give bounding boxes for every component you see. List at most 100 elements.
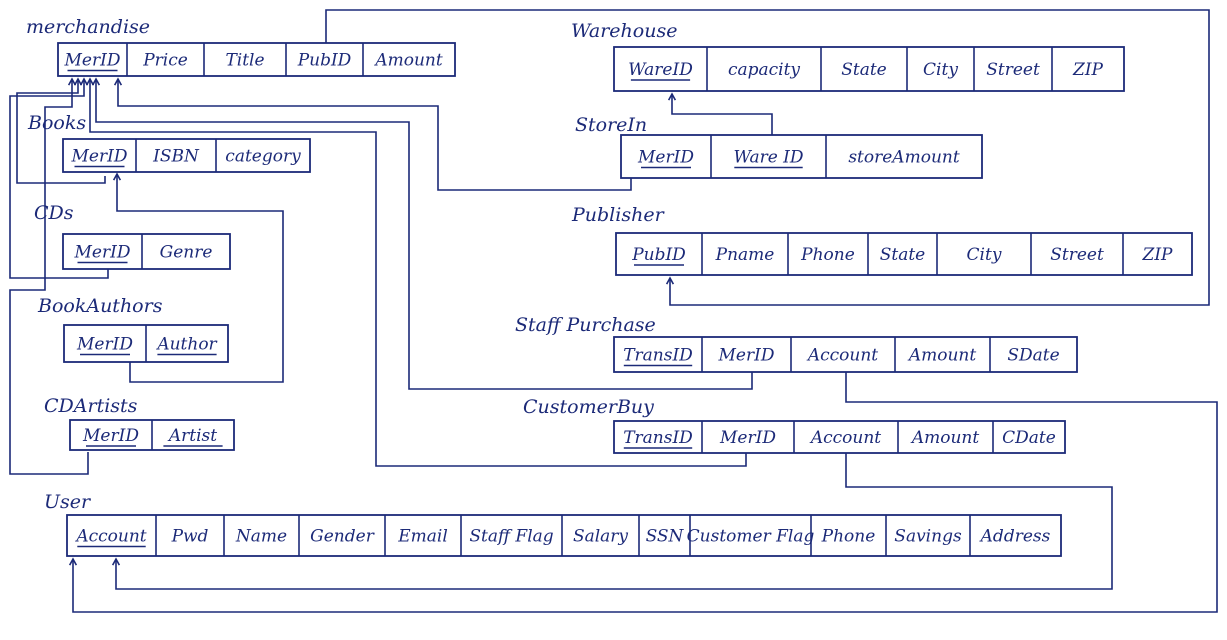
field-merid: MerID <box>74 243 131 263</box>
table-title: Books <box>27 112 86 134</box>
field-pubid: PubID <box>297 51 352 71</box>
table-outline <box>66 514 1062 557</box>
field-merid: MerID <box>637 148 694 168</box>
field-transid: TransID <box>623 346 693 366</box>
field-wareid: WareID <box>628 60 693 80</box>
field-amount: Amount <box>373 51 443 71</box>
field-pubid: PubID <box>631 245 686 265</box>
link-customerbuy-account-to-user <box>115 453 1113 590</box>
field-author: Author <box>155 335 217 355</box>
field-amount: Amount <box>910 428 980 448</box>
field-merid: MerID <box>64 51 121 71</box>
field-ssn: SSN <box>646 527 685 547</box>
arrowhead-customerbuy-merid-to-merchandise <box>85 77 95 86</box>
field-merid: MerID <box>718 346 775 366</box>
field-merid: MerID <box>76 335 133 355</box>
field-ware-id: Ware ID <box>733 148 803 168</box>
table-title: Warehouse <box>571 20 677 42</box>
table-outline <box>615 232 1193 276</box>
field-salary: Salary <box>573 527 628 547</box>
field-price: Price <box>142 51 188 71</box>
arrowhead-storein-wareid-to-warehouse <box>667 92 677 101</box>
link-storein-wareid-to-warehouse <box>671 94 773 135</box>
table-outline <box>613 420 1066 454</box>
field-city: City <box>967 245 1002 265</box>
field-account: Account <box>809 428 881 448</box>
table-title: CDArtists <box>44 395 138 417</box>
field-zip: ZIP <box>1142 245 1174 265</box>
arrowhead-cdartists-merid-to-merchandise <box>67 77 77 86</box>
link-staffpurchase-account-to-user <box>72 372 1218 613</box>
field-gender: Gender <box>310 527 375 547</box>
field-phone: Phone <box>821 527 876 547</box>
field-storeamount: storeAmount <box>848 148 960 168</box>
link-cdartists-merid-to-merchandise <box>9 79 89 475</box>
arrowhead-storein-merid-to-merchandise <box>113 77 123 86</box>
field-title: Title <box>225 51 264 71</box>
field-cdate: CDate <box>1002 428 1056 448</box>
table-title: Publisher <box>571 204 666 226</box>
field-email: Email <box>397 527 448 547</box>
link-storein-merid-to-merchandise <box>117 79 632 191</box>
field-account: Account <box>806 346 878 366</box>
table-outline <box>62 233 231 270</box>
field-pname: Pname <box>715 245 775 265</box>
link-books-merid-to-merchandise <box>16 79 106 184</box>
field-street: Street <box>1050 245 1104 265</box>
relationship-links <box>9 9 1218 613</box>
field-category: category <box>225 147 301 167</box>
table-title: BookAuthors <box>37 295 163 317</box>
field-state: State <box>880 245 926 265</box>
link-merchandise-pubid-to-publisher <box>325 9 1210 306</box>
field-account: Account <box>74 527 146 547</box>
table-outline <box>613 336 1078 373</box>
field-customer-flag: Customer Flag <box>687 527 815 547</box>
table-title: Staff Purchase <box>515 314 656 336</box>
link-cds-merid-to-merchandise <box>9 79 109 279</box>
field-phone: Phone <box>800 245 855 265</box>
field-transid: TransID <box>623 428 693 448</box>
field-sdate: SDate <box>1007 346 1059 366</box>
field-city: City <box>923 60 958 80</box>
field-capacity: capacity <box>728 60 800 80</box>
field-isbn: ISBN <box>152 147 200 167</box>
arrowhead-merchandise-pubid-to-publisher <box>665 276 675 285</box>
link-bookauthors-merid-to-books <box>116 174 284 383</box>
table-title: merchandise <box>26 16 150 38</box>
arrowhead-bookauthors-merid-to-books <box>112 172 122 181</box>
field-merid: MerID <box>82 426 139 446</box>
arrowhead-staffpurchase-merid-to-merchandise <box>91 77 101 86</box>
link-customerbuy-merid-to-merchandise <box>89 79 747 467</box>
field-amount: Amount <box>907 346 977 366</box>
field-savings: Savings <box>894 527 962 547</box>
table-outline <box>620 134 983 179</box>
field-staff-flag: Staff Flag <box>469 527 553 547</box>
table-outline <box>57 42 456 77</box>
field-address: Address <box>979 527 1051 547</box>
field-merid: MerID <box>719 428 776 448</box>
field-pwd: Pwd <box>171 527 209 547</box>
table-outline <box>613 46 1125 92</box>
field-street: Street <box>986 60 1040 80</box>
arrowhead-staffpurchase-account-to-user <box>68 557 78 566</box>
table-outline <box>62 138 311 173</box>
field-genre: Genre <box>160 243 213 263</box>
field-name: Name <box>235 527 287 547</box>
table-title: CDs <box>34 202 74 224</box>
arrowhead-customerbuy-account-to-user <box>111 557 121 566</box>
field-state: State <box>841 60 887 80</box>
table-title: StoreIn <box>575 114 647 136</box>
